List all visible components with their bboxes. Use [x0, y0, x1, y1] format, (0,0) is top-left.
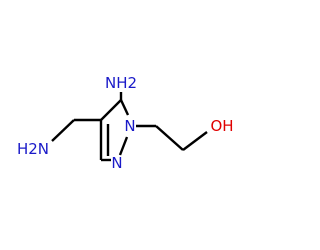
bonds [51, 92, 208, 162]
bond-n1-n2 [118, 136, 129, 156]
bond-c5-n1 [119, 99, 130, 116]
atom-labels: NH2 H2N N N OH [17, 74, 234, 172]
chemical-structure: NH2 H2N N N OH [17, 74, 234, 172]
amino-label-top: NH2 [105, 74, 137, 92]
ring-nitrogen-1-label: N [124, 117, 135, 135]
bond-ch2-nh2 [51, 119, 75, 142]
aminomethyl-label: H2N [17, 140, 49, 158]
ring-nitrogen-2-label: N [111, 154, 122, 172]
bond-c4-c5 [100, 99, 122, 121]
bond-ch2-oh [182, 131, 208, 151]
bond-ch2-ch2 [155, 125, 184, 151]
hydroxyl-label: OH [210, 117, 233, 135]
